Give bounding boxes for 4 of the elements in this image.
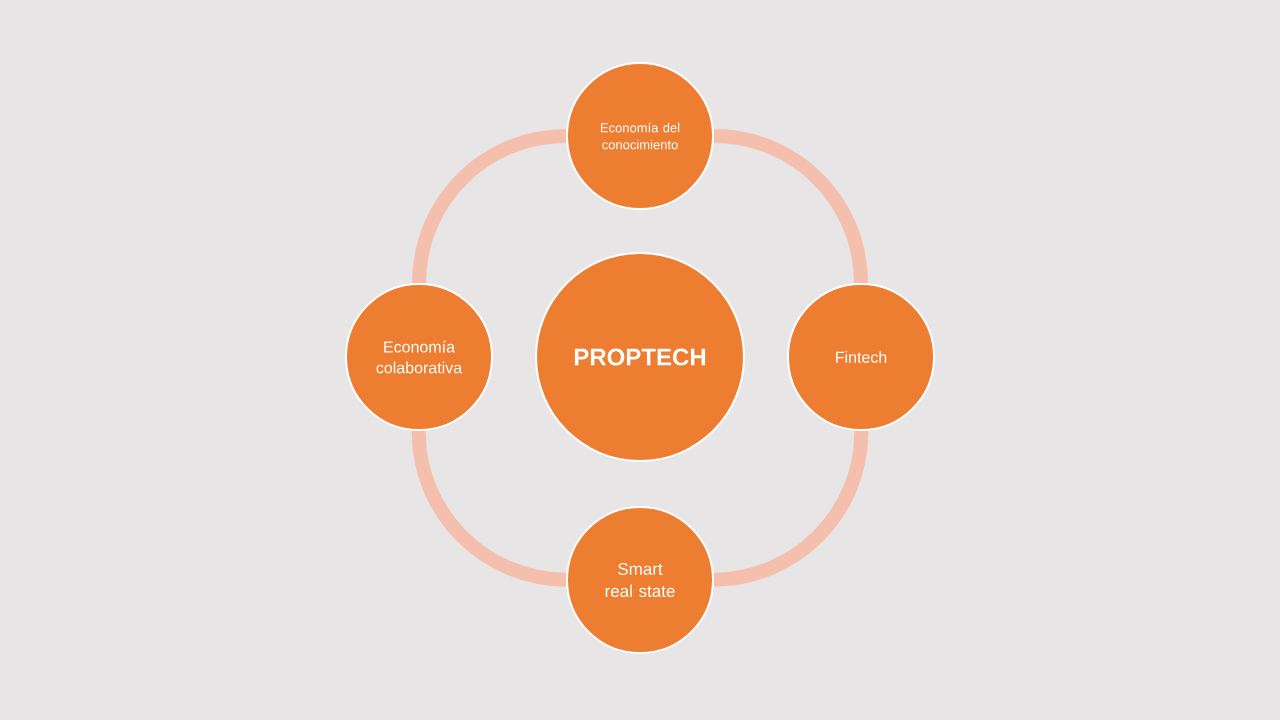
ring-arc [411, 430, 567, 587]
ring-arc [713, 430, 869, 587]
ring-arc [412, 129, 567, 284]
ring-arc [713, 129, 868, 284]
